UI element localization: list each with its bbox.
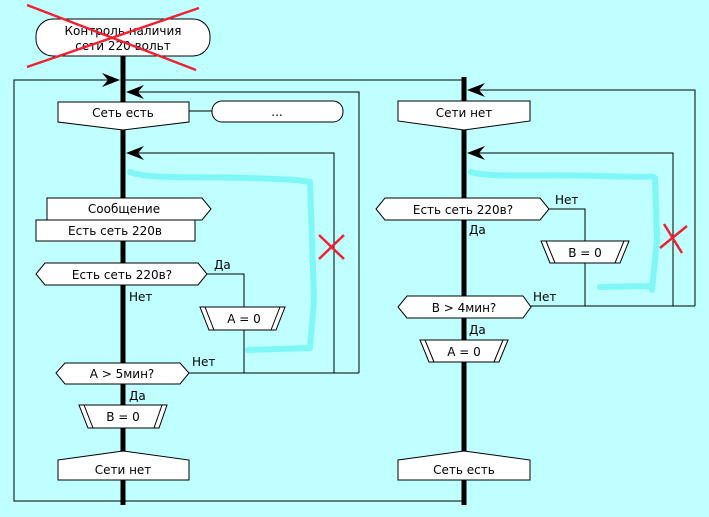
right-action-1[interactable]: B = 0 [540, 240, 630, 264]
svg-text:B > 4мин?: B > 4мин? [432, 301, 497, 315]
right-branch-header[interactable]: Сети нет [397, 100, 531, 131]
svg-text:B = 0: B = 0 [568, 246, 602, 260]
right-branch-footer[interactable]: Сеть есть [397, 450, 531, 481]
svg-text:Есть сеть 220в?: Есть сеть 220в? [413, 203, 513, 217]
cross-mark-icon [318, 234, 345, 260]
outer-loop-line-left [13, 79, 123, 502]
arrow-left-icon [467, 83, 485, 97]
svg-text:A > 5мин?: A > 5мин? [90, 367, 155, 381]
message-block[interactable]: Сообщение Есть сеть 220в [35, 197, 212, 242]
left-outer-return-line [128, 91, 360, 373]
arrow-right-icon [102, 73, 120, 87]
right-action-2[interactable]: A = 0 [419, 339, 509, 363]
cross-out-icon [26, 3, 200, 72]
left-branch-header[interactable]: Сеть есть [57, 101, 190, 131]
svg-text:A = 0: A = 0 [227, 312, 261, 326]
right-outer-return-line [470, 89, 696, 306]
right-q1-no-label: Нет [555, 193, 578, 207]
arrow-left-icon [126, 85, 144, 99]
left-inner-return-line [128, 152, 335, 373]
left-action-2[interactable]: B = 0 [78, 404, 168, 429]
right-q1-no-line [549, 208, 586, 241]
left-highlight-stroke [127, 169, 317, 353]
svg-text:Сообщение: Сообщение [88, 202, 160, 216]
svg-text:Есть сеть 220в: Есть сеть 220в [68, 224, 162, 238]
svg-text:...: ... [271, 105, 282, 119]
outer-loop-line-mid [123, 79, 465, 502]
side-terminal[interactable]: ... [211, 100, 344, 123]
right-question-2[interactable]: B > 4мин? [397, 295, 532, 319]
title-terminal[interactable]: Контроль наличия сети 220 вольт [35, 18, 211, 57]
arrow-left-icon [126, 146, 144, 160]
left-q2-yes-label: Да [129, 389, 146, 403]
left-question-2[interactable]: A > 5мин? [55, 362, 190, 385]
svg-text:Сеть есть: Сеть есть [433, 463, 495, 477]
svg-text:Сети нет: Сети нет [436, 106, 493, 120]
title-line-1: Контроль наличия [65, 24, 182, 38]
left-q1-yes-line [207, 273, 245, 307]
svg-text:Сеть есть: Сеть есть [92, 106, 154, 120]
left-q1-no-label: Нет [129, 290, 152, 304]
svg-text:Сети нет: Сети нет [95, 463, 152, 477]
left-action-1[interactable]: A = 0 [199, 306, 286, 331]
right-q2-no-label: Нет [533, 290, 556, 304]
cross-mark-icon [659, 223, 688, 254]
right-highlight-stroke [468, 169, 660, 293]
left-q1-yes-label: Да [214, 258, 231, 272]
right-q1-yes-label: Да [469, 223, 486, 237]
left-branch-footer[interactable]: Сети нет [57, 450, 190, 481]
left-question-1[interactable]: Есть сеть 220в? [35, 262, 208, 286]
svg-text:A = 0: A = 0 [447, 345, 481, 359]
arrow-left-icon [467, 146, 485, 160]
svg-text:B = 0: B = 0 [106, 410, 140, 424]
right-question-1[interactable]: Есть сеть 220в? [375, 197, 550, 221]
right-inner-return-line [470, 152, 674, 306]
right-q2-yes-label: Да [469, 323, 486, 337]
svg-text:Есть сеть 220в?: Есть сеть 220в? [72, 268, 172, 282]
left-q2-no-label: Нет [192, 355, 215, 369]
